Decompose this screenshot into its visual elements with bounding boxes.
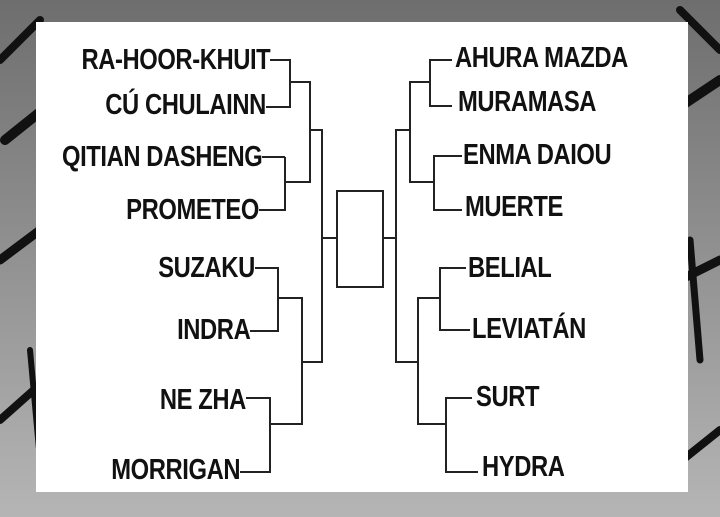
right-entrant-5: BELIAL: [468, 252, 552, 284]
left-entrant-1: RA-HOOR-KHUIT: [81, 44, 270, 76]
bracket-lines: [240, 59, 478, 473]
left-entrant-5: SUZAKU: [158, 252, 255, 284]
right-entrant-3: ENMA DAIOU: [463, 139, 612, 171]
left-entrant-2: CÚ CHULAINN: [105, 89, 266, 121]
right-entrant-6: LEVIATÁN: [472, 313, 586, 345]
left-entrant-4: PROMETEO: [126, 194, 259, 226]
left-entrant-3: QITIAN DASHENG: [61, 141, 263, 173]
left-entrant-8: MORRIGAN: [111, 454, 240, 486]
right-entrant-8: HYDRA: [482, 451, 565, 483]
bracket-panel: [36, 22, 688, 492]
right-entrant-1: AHURA MAZDA: [455, 42, 628, 74]
right-entrant-4: MUERTE: [465, 191, 563, 223]
right-entrant-7: SURT: [476, 381, 540, 413]
left-entrant-6: INDRA: [176, 314, 251, 346]
right-entrant-2: MURAMASA: [458, 86, 597, 118]
left-entrant-7: NE ZHA: [159, 384, 246, 416]
